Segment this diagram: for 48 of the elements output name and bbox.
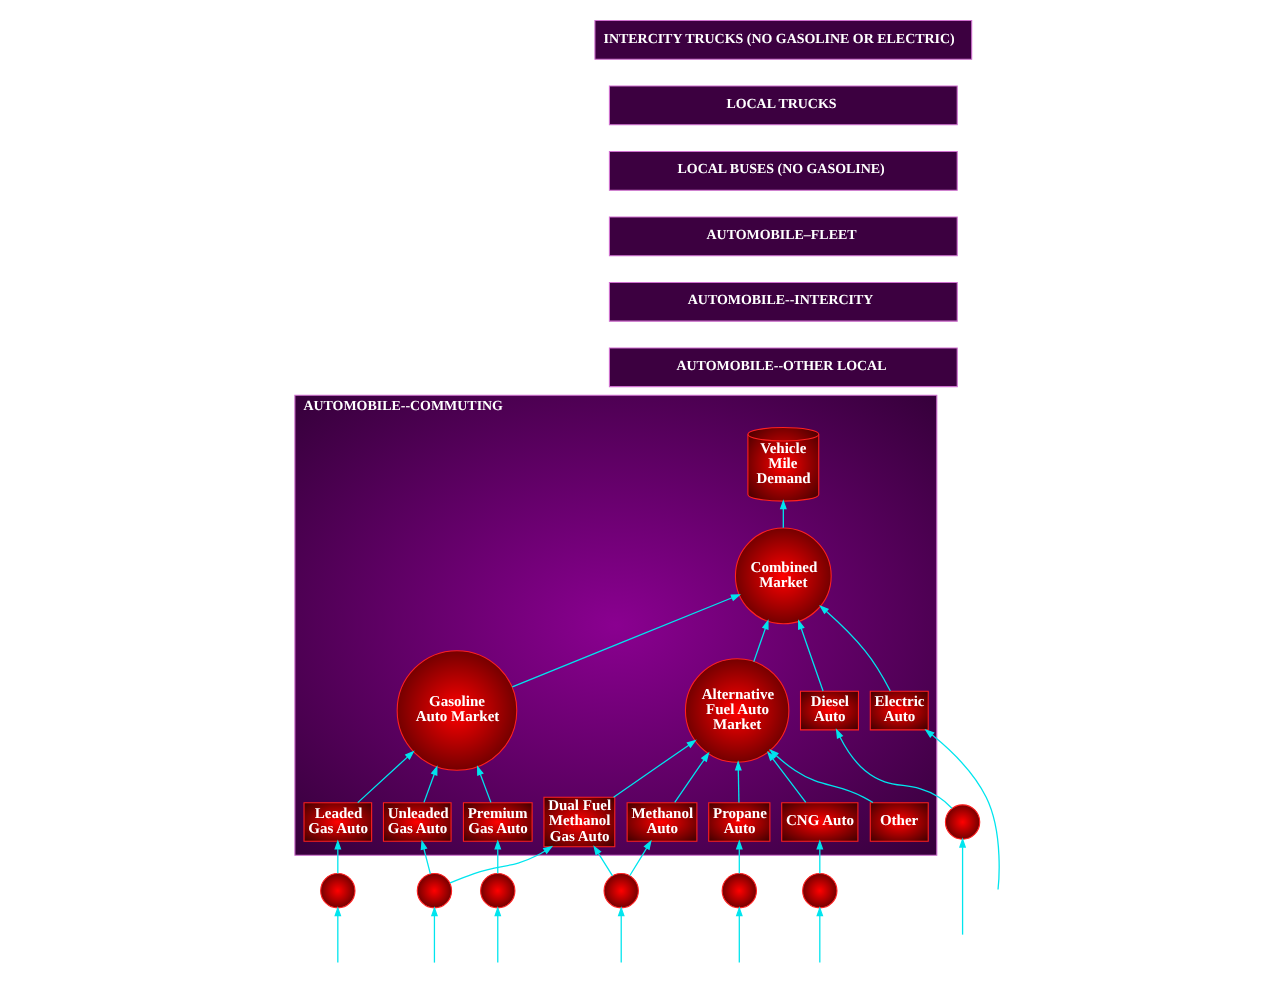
node-box: Propane Auto [707,802,770,842]
arrow [475,765,491,804]
arrow [797,619,823,692]
node-circle [801,873,837,909]
arrow [765,750,806,804]
arrow [510,594,741,688]
arrow [422,765,437,804]
arrow [448,845,553,884]
node-circle [479,873,515,909]
arrow [733,760,741,804]
node-circle: Gasoline Auto Market [395,650,517,771]
arrow [768,749,873,804]
arrow [493,839,501,875]
arrow [815,839,823,875]
node-circle [415,873,452,909]
arrow [673,751,709,804]
arrow [611,739,696,798]
node-box: Leaded Gas Auto [302,802,372,842]
arrow [333,839,341,875]
node-box: Premium Gas Auto [461,802,532,842]
node-box: Electric Auto [868,690,928,731]
node-circle [720,873,756,909]
arrow [958,837,966,936]
arrow [592,845,613,877]
arrow [752,619,768,663]
arrow [616,906,624,964]
node-box: Unleaded Gas Auto [381,802,451,842]
arrow [734,839,742,875]
arrow [429,906,437,964]
arrow [923,728,999,891]
node-circle [319,873,355,909]
node-box: Dual Fuel Methanol Gas Auto [542,796,615,848]
arrow [815,906,823,964]
arrow [818,605,890,692]
node-box: Methanol Auto [625,802,697,842]
arrow [333,906,341,964]
arrow [734,906,742,964]
arrow [834,728,952,809]
node-circle [943,804,980,840]
node-box: Other [868,802,928,842]
arrow [628,839,651,877]
arrow [493,906,501,964]
arrow [419,839,430,875]
arrow [356,750,414,804]
node-box: Diesel Auto [798,690,858,731]
node-circle [602,873,638,909]
arrow [778,499,786,529]
node-box: CNG Auto [780,802,858,842]
